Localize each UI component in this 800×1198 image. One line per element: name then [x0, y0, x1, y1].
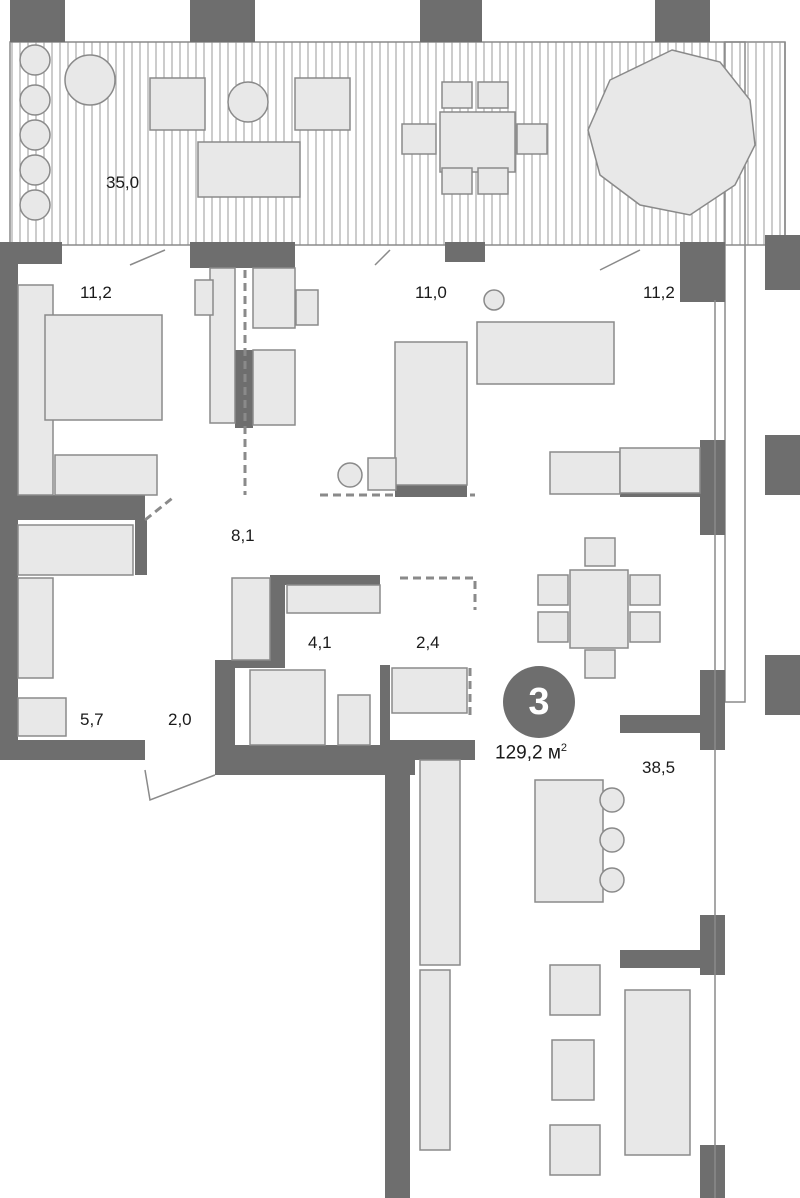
room-area-terrace: 35,0: [106, 173, 140, 192]
room-area-bedroom-middle: 11,0: [415, 283, 447, 302]
room-area-bedroom-left: 11,2: [80, 283, 112, 302]
room-area-hallway: 8,1: [231, 526, 255, 545]
rooms-count-badge: 3: [503, 666, 575, 738]
room-area-laundry: 2,4: [416, 633, 440, 652]
room-area-entrance: 2,0: [168, 710, 192, 729]
furniture: [17, 267, 701, 1176]
area-unit: м: [547, 742, 561, 764]
total-area: 129,2 м2: [495, 742, 567, 764]
room-area-living-kitchen: 38,5: [642, 758, 676, 777]
room-area-bathroom-left: 5,7: [80, 710, 104, 729]
terrace-furniture: [19, 44, 756, 221]
room-area-bathroom-middle: 4,1: [308, 633, 332, 652]
total-area-value: 129,2: [495, 742, 543, 764]
walls: [0, 242, 725, 1198]
area-unit-power: 2: [560, 742, 568, 754]
room-area-bedroom-right: 11,2: [643, 283, 675, 302]
